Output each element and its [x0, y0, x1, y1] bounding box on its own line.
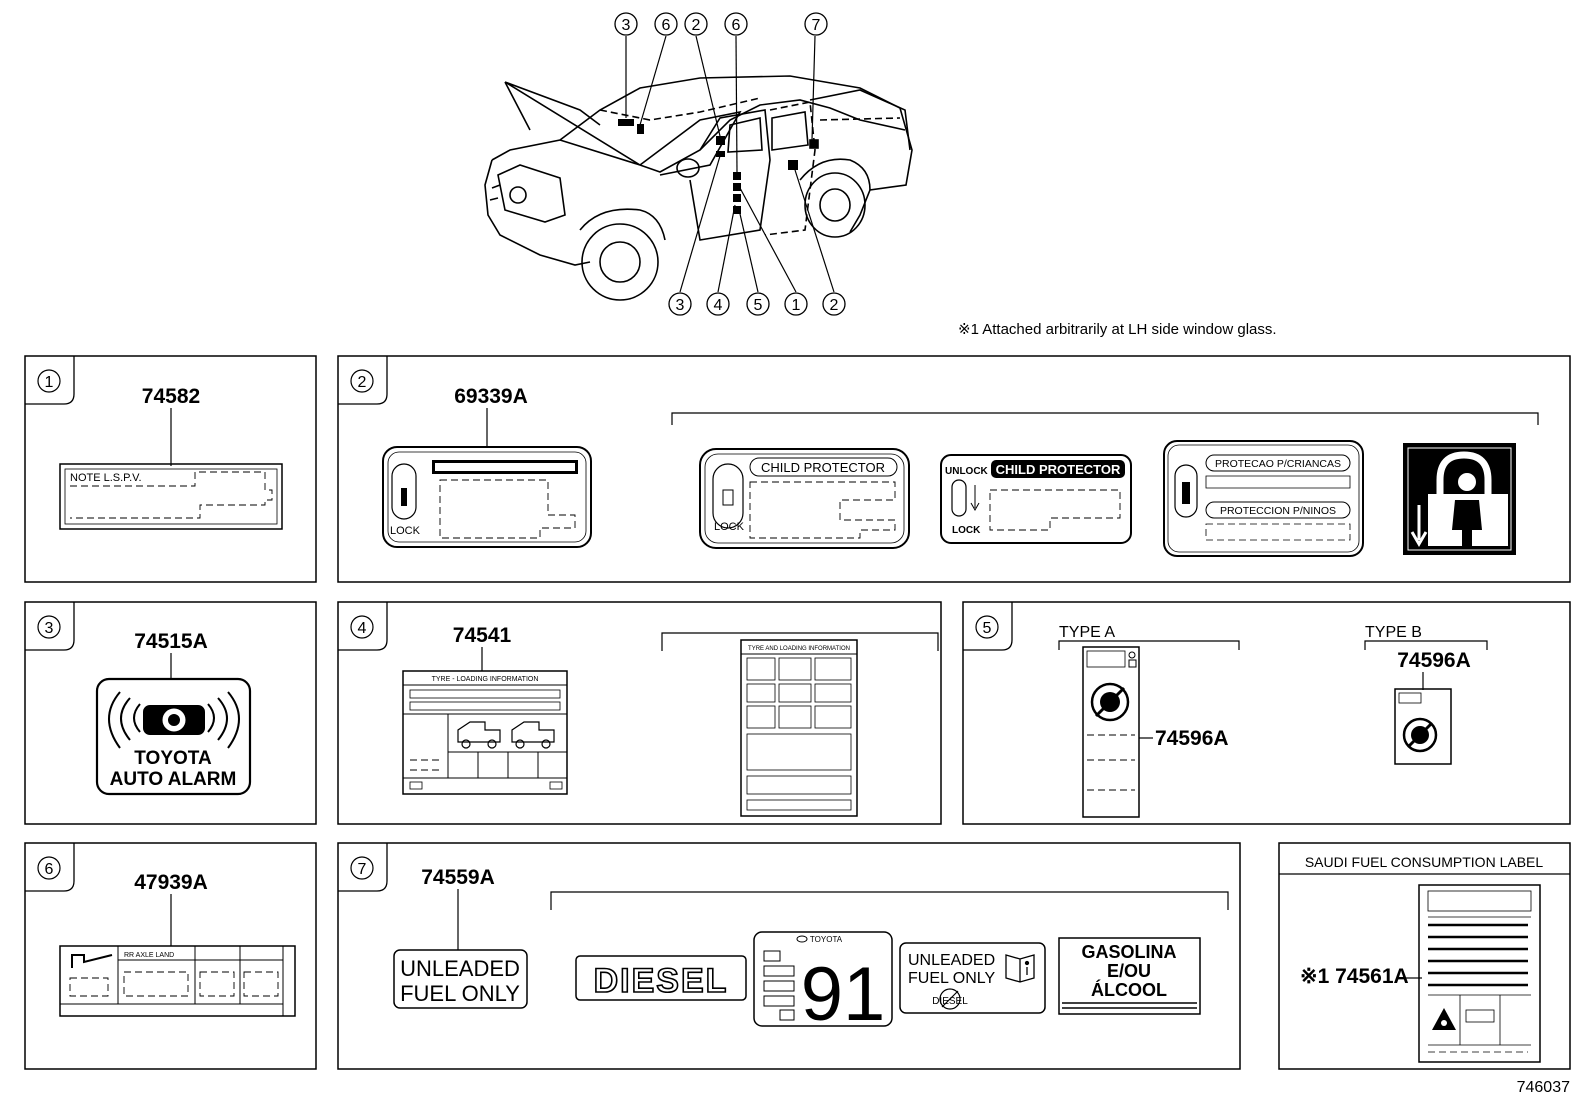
svg-text:5: 5: [983, 620, 992, 637]
svg-text:6: 6: [45, 861, 54, 878]
svg-text:3: 3: [45, 620, 54, 637]
svg-text:PROTECCION P/NINOS: PROTECCION P/NINOS: [1220, 505, 1336, 517]
callout-circle: 1: [784, 292, 808, 316]
callout-circle: 3: [614, 12, 638, 36]
callout-circle: 6: [654, 12, 678, 36]
svg-text:74596A: 74596A: [1155, 727, 1229, 750]
svg-text:E/OU: E/OU: [1107, 961, 1151, 981]
svg-text:74596A: 74596A: [1397, 649, 1471, 672]
svg-text:47939A: 47939A: [134, 871, 208, 894]
svg-text:※1 74561A: ※1 74561A: [1300, 965, 1409, 988]
panel-2: 69339A LOCK CHILD PROTECTOR LOCK CHILD P…: [382, 385, 1539, 557]
svg-text:6: 6: [662, 17, 671, 34]
svg-text:5: 5: [754, 297, 763, 314]
callout-circle: 5: [746, 292, 770, 316]
svg-text:RR AXLE LAND: RR AXLE LAND: [124, 952, 174, 959]
svg-text:2: 2: [830, 297, 839, 314]
attachment-note: ※1 Attached arbitrarily at LH side windo…: [958, 321, 1277, 338]
svg-text:AUTO ALARM: AUTO ALARM: [110, 769, 237, 790]
callouts-bottom: 3 4 5 1 2: [668, 292, 846, 316]
svg-text:7: 7: [812, 17, 821, 34]
callout-circle: 6: [724, 12, 748, 36]
svg-text:1: 1: [792, 297, 801, 314]
panel-8: SAUDI FUEL CONSUMPTION LABEL ※1 74561A: [1279, 854, 1570, 1063]
svg-text:91: 91: [801, 952, 886, 1037]
panel-1: 74582 NOTE L.S.P.V.: [59, 385, 283, 530]
svg-text:TOYOTA: TOYOTA: [134, 748, 212, 769]
svg-text:FUEL ONLY: FUEL ONLY: [400, 981, 520, 1006]
callout-leaders: [625, 35, 835, 293]
toyota-logo-icon: [796, 935, 808, 943]
svg-text:LOCK: LOCK: [714, 521, 745, 533]
svg-text:CHILD PROTECTOR: CHILD PROTECTOR: [761, 460, 885, 475]
callout-circle: 3: [668, 292, 692, 316]
callout-circle: 2: [822, 292, 846, 316]
svg-text:2: 2: [358, 374, 367, 391]
svg-text:DIESEL: DIESEL: [932, 996, 968, 1007]
svg-text:LOCK: LOCK: [952, 525, 981, 536]
svg-text:FUEL ONLY: FUEL ONLY: [908, 970, 995, 987]
diagram-code: 746037: [1517, 1079, 1570, 1096]
warning-triangle-icon: [1432, 1008, 1456, 1030]
callouts-top: 3 6 2 6 7: [614, 12, 828, 36]
svg-text:PROTECAO P/CRIANCAS: PROTECAO P/CRIANCAS: [1215, 458, 1341, 470]
svg-text:UNLEADED: UNLEADED: [908, 952, 995, 969]
svg-text:CHILD PROTECTOR: CHILD PROTECTOR: [996, 462, 1121, 477]
svg-text:DIESEL: DIESEL: [594, 962, 729, 1000]
truck-label-markers: [618, 119, 798, 214]
svg-text:TYPE A: TYPE A: [1059, 624, 1115, 641]
svg-text:TOYOTA: TOYOTA: [810, 935, 843, 944]
svg-text:LOCK: LOCK: [390, 525, 421, 537]
panel-3: 74515A TOYOTA AUTO ALARM: [95, 630, 252, 796]
svg-text:74559A: 74559A: [421, 866, 495, 889]
svg-text:TYPE B: TYPE B: [1365, 624, 1422, 641]
truck-illustration: [484, 75, 913, 301]
svg-text:4: 4: [714, 297, 723, 314]
svg-text:7: 7: [358, 861, 367, 878]
no-airbag-icon: [1094, 686, 1126, 718]
book-info-icon: [1005, 954, 1035, 983]
panel-tabs: [25, 356, 1013, 892]
svg-text:ÁLCOOL: ÁLCOOL: [1091, 979, 1167, 1000]
svg-text:2: 2: [692, 17, 701, 34]
panel-6: 47939A RR AXLE LAND: [59, 871, 296, 1017]
svg-text:SAUDI FUEL CONSUMPTION LABEL: SAUDI FUEL CONSUMPTION LABEL: [1305, 854, 1544, 870]
panel-5: TYPE A TYPE B 74596A 74596A: [1058, 624, 1488, 818]
svg-text:6: 6: [732, 17, 741, 34]
callout-circle: 2: [684, 12, 708, 36]
svg-text:74541: 74541: [453, 624, 512, 647]
alarm-icon: [108, 691, 240, 749]
svg-text:TYRE - LOADING INFORMATION: TYRE - LOADING INFORMATION: [432, 676, 539, 683]
callout-circle: 4: [706, 292, 730, 316]
panel-7: 74559A UNLEADED FUEL ONLY DIESEL TOYOTA …: [393, 866, 1229, 1037]
svg-text:4: 4: [358, 620, 367, 637]
svg-text:74515A: 74515A: [134, 630, 208, 653]
panel-4: 74541 TYRE - LOADING INFORMATION TYRE AN…: [402, 624, 939, 817]
svg-text:3: 3: [676, 297, 685, 314]
child-lock-pictogram-icon: [1403, 443, 1516, 555]
svg-text:UNLEADED: UNLEADED: [400, 956, 520, 981]
svg-text:69339A: 69339A: [454, 385, 528, 408]
truck-icon: [457, 721, 555, 749]
svg-text:1: 1: [45, 374, 54, 391]
svg-text:3: 3: [622, 17, 631, 34]
callout-circle: 7: [804, 12, 828, 36]
svg-text:TYRE AND LOADING INFORMATION: TYRE AND LOADING INFORMATION: [748, 646, 850, 652]
svg-text:74582: 74582: [142, 385, 200, 408]
panel-numbers: 1 2 3 4 5 6 7: [37, 369, 999, 880]
panel-frames: [24, 355, 1571, 1070]
svg-text:GASOLINA: GASOLINA: [1081, 942, 1176, 962]
svg-text:UNLOCK: UNLOCK: [945, 466, 989, 477]
svg-text:NOTE L.S.P.V.: NOTE L.S.P.V.: [70, 472, 142, 484]
